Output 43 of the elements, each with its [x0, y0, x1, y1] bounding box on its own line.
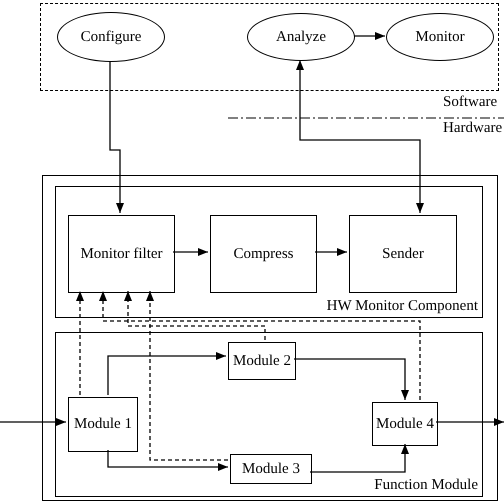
process-box	[349, 215, 457, 293]
ellipse-node	[247, 13, 355, 61]
arrow	[296, 60, 424, 213]
process-box	[372, 402, 438, 446]
arrow	[315, 248, 347, 256]
arrow	[107, 450, 228, 471]
node-label: Module 2	[233, 352, 291, 370]
node-label: Module 4	[376, 416, 434, 432]
group-title: Function Module	[374, 477, 478, 494]
arrow	[436, 418, 504, 426]
arrow	[354, 32, 385, 40]
process-box	[68, 215, 175, 293]
arrow	[0, 418, 66, 426]
node-label: Analyze	[276, 28, 326, 46]
dashed-arrow	[124, 291, 266, 340]
process-box	[230, 454, 312, 484]
arrow	[173, 248, 208, 256]
node-label: Compress	[234, 246, 294, 262]
group-frame	[55, 332, 483, 497]
ellipse-node	[57, 12, 165, 62]
region-label: Hardware	[443, 120, 502, 137]
arrow	[310, 444, 409, 473]
arrow	[107, 352, 226, 395]
dashed-arrow	[146, 291, 228, 461]
arrow	[294, 358, 409, 400]
group-frame	[55, 186, 483, 318]
process-box	[68, 397, 138, 452]
dashed-arrow	[99, 291, 421, 400]
process-box	[228, 342, 296, 380]
node-label: Monitor	[415, 28, 465, 46]
node-label: Sender	[382, 246, 424, 262]
node-label: Monitor filter	[80, 246, 163, 262]
node-label: Module 1	[74, 416, 132, 433]
process-box	[210, 215, 317, 293]
region-label: Software	[443, 94, 498, 111]
arrow	[109, 61, 124, 213]
node-label: Module 3	[242, 460, 300, 478]
group-title: HW Monitor Component	[326, 298, 478, 315]
frame-box	[42, 175, 498, 501]
ellipse-node	[386, 13, 494, 61]
node-label: Configure	[80, 28, 142, 46]
dashed-arrow	[76, 291, 84, 395]
dashed-frame	[40, 3, 499, 91]
